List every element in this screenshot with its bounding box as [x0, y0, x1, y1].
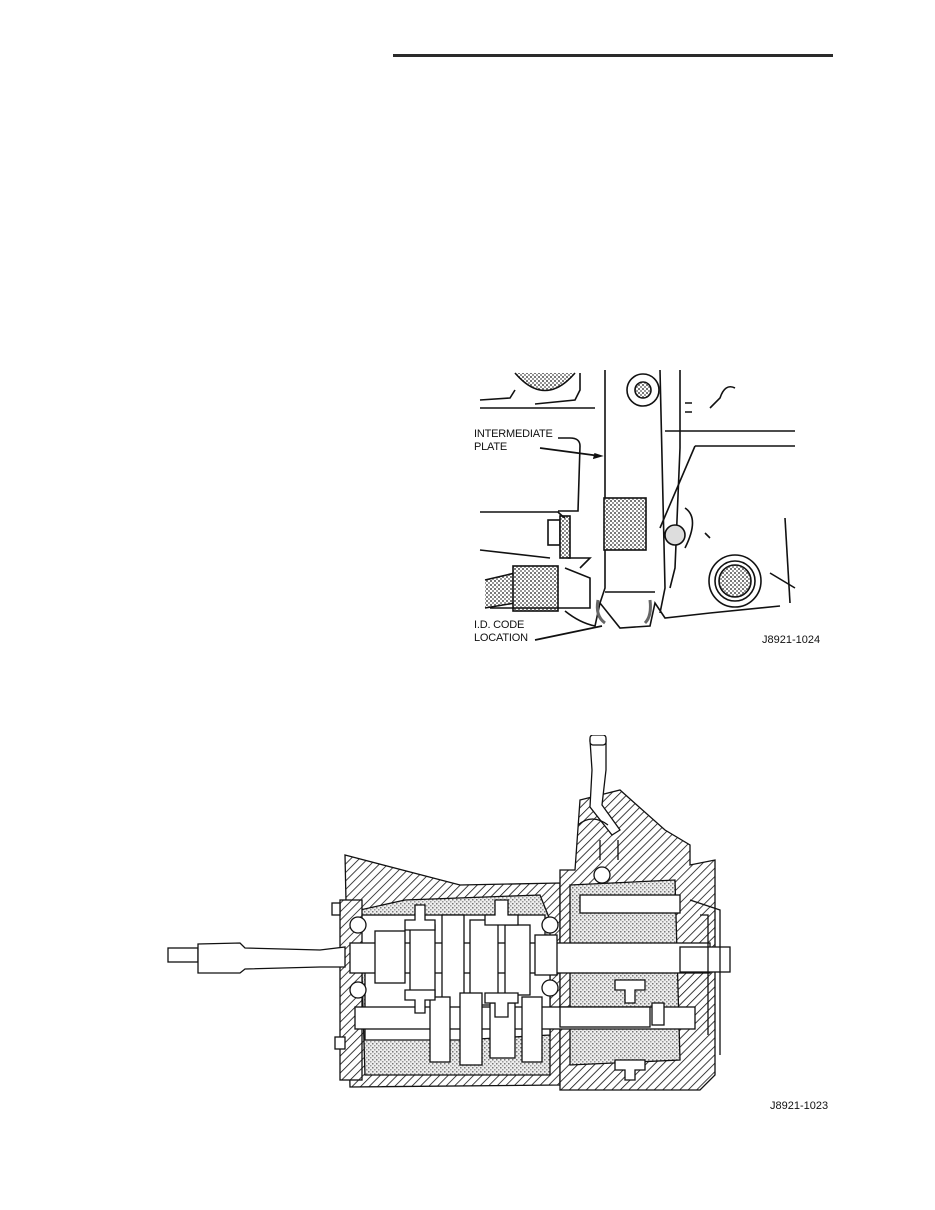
callout-line1: INTERMEDIATE	[474, 428, 553, 440]
figure-intermediate-plate: INTERMEDIATE PLATE I.D. CODE LOCATION J8…	[470, 368, 835, 658]
transmission-cutaway-illustration	[167, 735, 731, 1091]
callout-id-code-location: I.D. CODE LOCATION	[474, 619, 528, 645]
intermediate-plate-illustration	[479, 369, 796, 641]
callout-intermediate-plate: INTERMEDIATE PLATE	[474, 428, 553, 454]
header-rule	[393, 54, 833, 57]
figure-id: J8921-1023	[770, 1100, 829, 1112]
figure-id: J8921-1024	[762, 634, 821, 646]
callout-line2: LOCATION	[474, 632, 528, 644]
callout-line1: I.D. CODE	[474, 619, 525, 631]
callout-line2: PLATE	[474, 441, 508, 453]
figure-transmission-cutaway: J8921-1023	[160, 735, 850, 1115]
